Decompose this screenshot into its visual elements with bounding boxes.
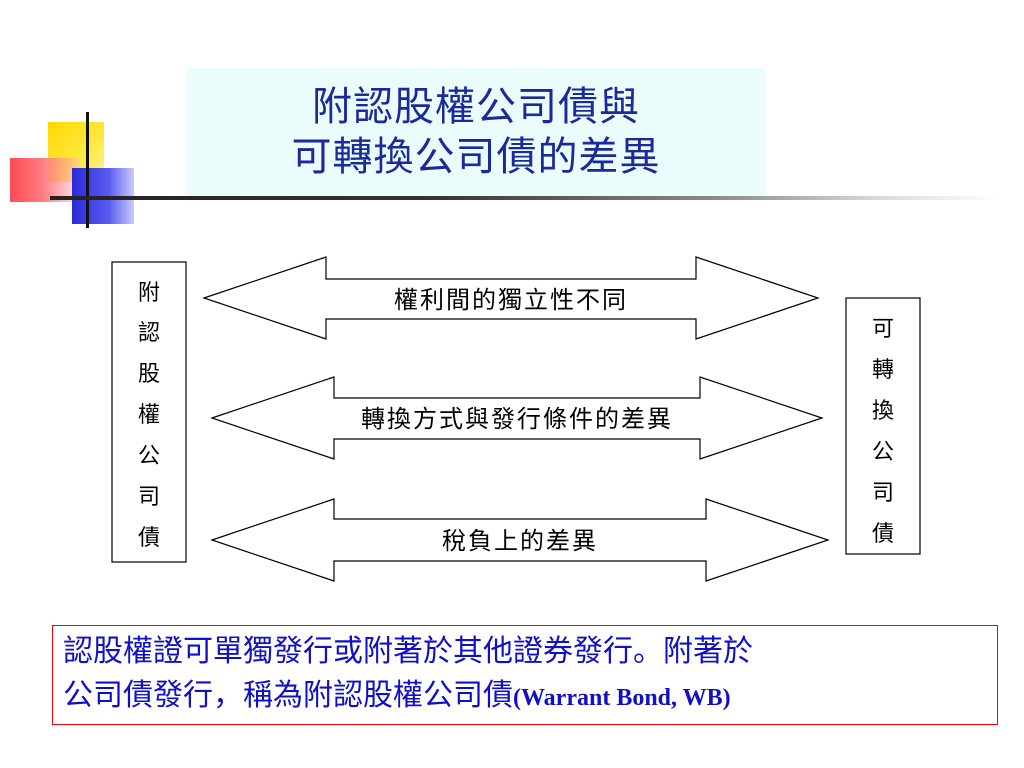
note-line-2-text: 公司債發行，稱為附認股權公司債 bbox=[63, 678, 513, 713]
arrow-2-label: 轉換方式與發行條件的差異 bbox=[361, 405, 673, 433]
right-char: 可 bbox=[872, 317, 894, 342]
left-char: 公 bbox=[138, 444, 160, 469]
right-char: 司 bbox=[872, 481, 894, 506]
left-char: 股 bbox=[138, 362, 160, 387]
left-char: 認 bbox=[138, 321, 160, 346]
slide-title: 附認股權公司債與 可轉換公司債的差異 bbox=[186, 68, 766, 196]
double-arrow-1 bbox=[202, 256, 820, 340]
right-char: 轉 bbox=[872, 358, 894, 383]
decor-horizontal-rule bbox=[50, 196, 1000, 200]
left-box-text: 附 認 股 權 公 司 債 bbox=[138, 281, 160, 551]
right-box bbox=[845, 297, 921, 555]
decor-vertical-line bbox=[86, 112, 89, 228]
note-line-1: 認股權證可單獨發行或附著於其他證券發行。附著於 bbox=[63, 634, 753, 669]
right-box-text: 可 轉 換 公 司 債 bbox=[872, 317, 894, 547]
definition-note: 認股權證可單獨發行或附著於其他證券發行。附著於 公司債發行，稱為附認股權公司債(… bbox=[52, 625, 998, 725]
right-char: 債 bbox=[872, 522, 894, 547]
left-char: 附 bbox=[138, 281, 160, 306]
arrow-1-label: 權利間的獨立性不同 bbox=[394, 286, 628, 314]
note-line-2: 公司債發行，稱為附認股權公司債(Warrant Bond, WB) bbox=[63, 674, 987, 720]
title-line-2: 可轉換公司債的差異 bbox=[291, 134, 661, 180]
comparison-diagram: 附 認 股 權 公 司 債 可 轉 換 公 司 債 權利間的獨立性不同 轉換方式… bbox=[111, 256, 921, 582]
arrow-3-label: 稅負上的差異 bbox=[442, 527, 598, 555]
title-line-1: 附認股權公司債與 bbox=[312, 84, 640, 130]
left-char: 債 bbox=[138, 526, 160, 551]
left-char: 司 bbox=[138, 485, 160, 510]
double-arrow-2 bbox=[210, 376, 824, 460]
right-char: 公 bbox=[872, 440, 894, 465]
decor-red-bar bbox=[10, 158, 80, 202]
double-arrow-3 bbox=[210, 498, 830, 582]
left-char: 權 bbox=[138, 403, 160, 428]
right-char: 換 bbox=[872, 399, 894, 424]
note-english-term: (Warrant Bond, WB) bbox=[513, 685, 731, 711]
left-box bbox=[111, 261, 187, 563]
